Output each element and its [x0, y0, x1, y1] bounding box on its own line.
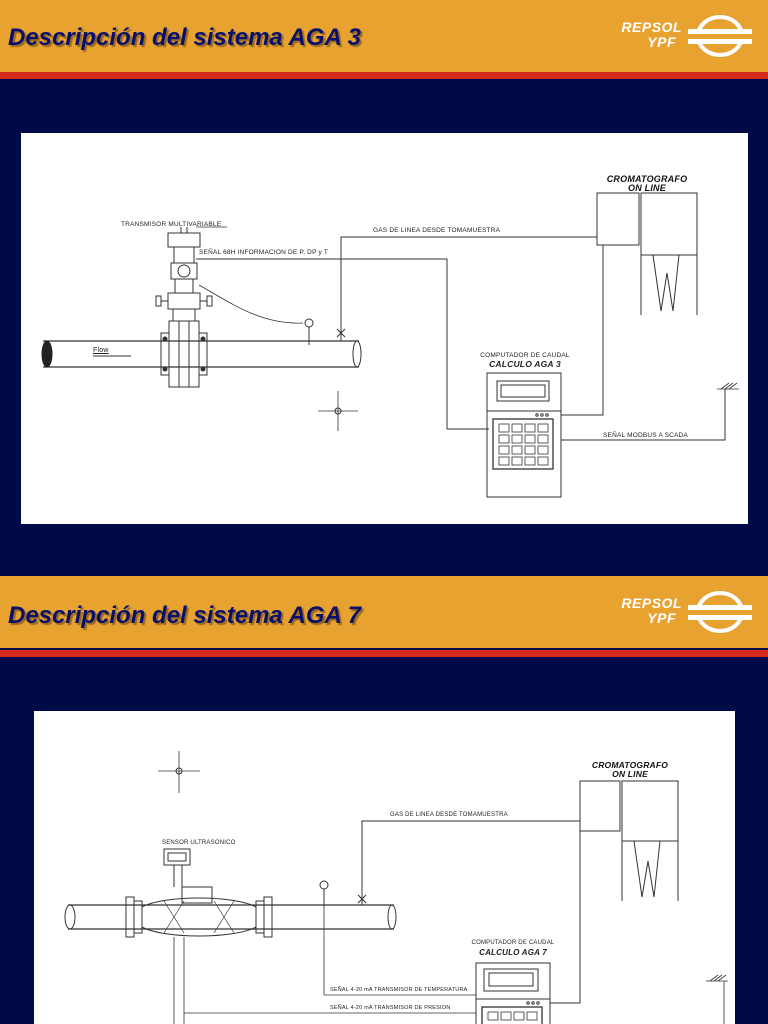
label-gas-line: GAS DE LINEA DESDE TOMAMUESTRA: [373, 227, 501, 234]
aga3-schematic: [41, 192, 739, 498]
label-signal-temp: SEÑAL 4-20 mA TRANSMISOR DE TEMPERATURA: [330, 987, 468, 993]
label-signal-press: SEÑAL 4-20 mA TRANSMISOR DE PRESION: [330, 1005, 451, 1011]
label-computer: COMPUTADOR DE CAUDAL CALCULO AGA 7: [471, 940, 555, 957]
slide-aga3: Descripción del sistema AGA 3 REPSOL YPF: [0, 0, 768, 524]
logo-wordmark: REPSOL YPF: [621, 595, 682, 626]
label-gas-line: GAS DE LINEA DESDE TOMAMUESTRA: [390, 812, 508, 818]
logo-emblem-icon: [688, 591, 752, 633]
label-computer: COMPUTADOR DE CAUDAL CALCULO AGA 3: [480, 352, 570, 369]
header-divider: [0, 650, 768, 657]
aga7-schematic: [64, 751, 728, 1024]
repsol-ypf-logo: REPSOL YPF: [604, 588, 754, 638]
slide-title: Descripción del sistema AGA 7: [8, 602, 362, 629]
label-modbus: SEÑAL MODBUS A SCADA: [603, 432, 689, 439]
header-divider: [0, 72, 768, 79]
slide-title: Descripción del sistema AGA 3: [8, 24, 362, 51]
label-chromatograph: CROMATOGRAFO ON LINE: [591, 760, 669, 779]
slide-header: Descripción del sistema AGA 7 REPSOL YPF: [0, 576, 768, 648]
label-signal-hart: SEÑAL 68H INFORMACION DE P, DP y T: [199, 249, 329, 256]
label-chromatograph: CROMATOGRAFO ON LINE: [606, 174, 688, 193]
label-transmitter: TRANSMISOR MULTIVARIABLE: [121, 221, 222, 228]
label-flow: Flow: [93, 347, 109, 354]
slide-aga7: Descripción del sistema AGA 7 REPSOL YPF: [0, 560, 768, 1024]
logo-wordmark: REPSOL YPF: [621, 19, 682, 50]
aga7-diagram: SENSOR ULTRASONICO GAS DE LINEA DESDE TO…: [34, 711, 735, 1024]
repsol-ypf-logo: REPSOL YPF: [604, 12, 754, 62]
logo-emblem-icon: [688, 15, 752, 57]
label-sensor: SENSOR ULTRASONICO: [162, 840, 236, 846]
slide-header: Descripción del sistema AGA 3 REPSOL YPF: [0, 0, 768, 72]
aga3-diagram: TRANSMISOR MULTIVARIABLE SEÑAL 68H INFOR…: [21, 133, 748, 524]
